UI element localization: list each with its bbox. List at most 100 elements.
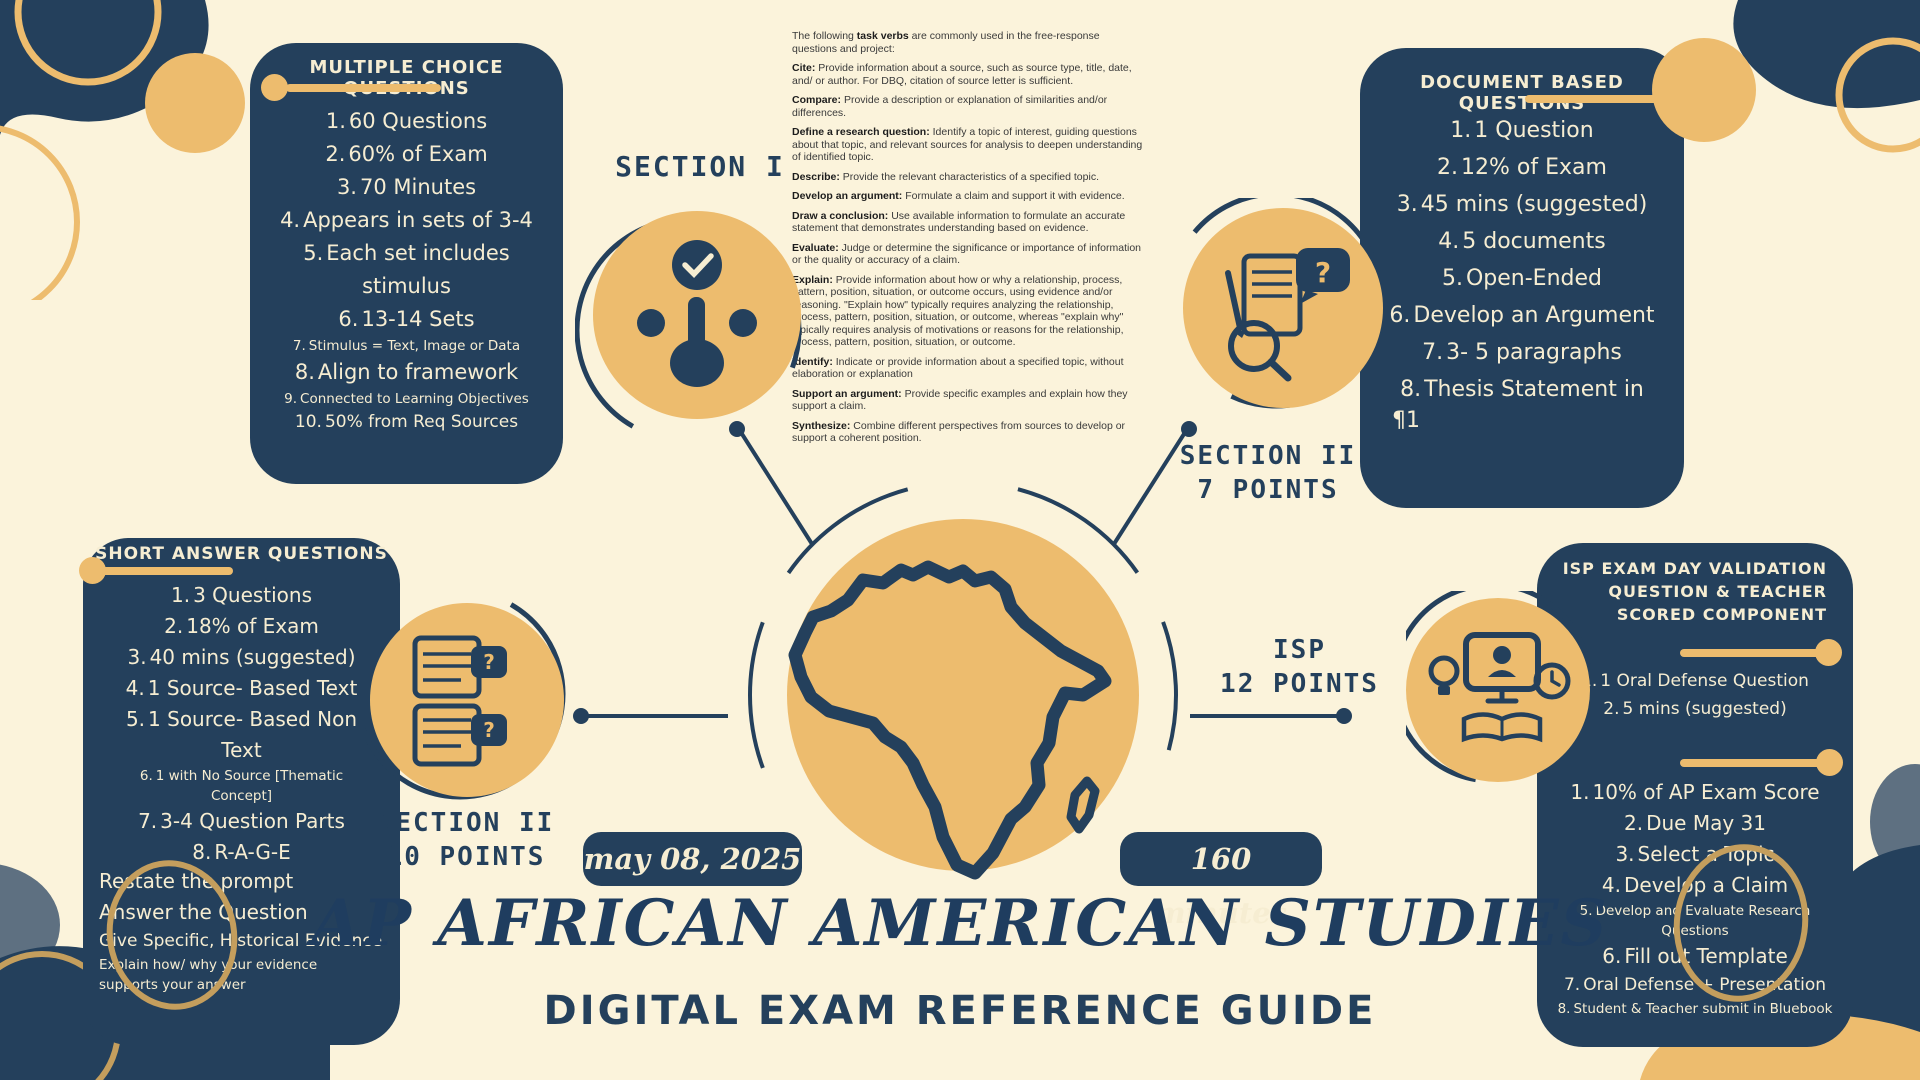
- list-item-number: 4.: [125, 676, 145, 700]
- list-item-number: 6.: [338, 307, 359, 331]
- list-item-number: 5.: [1579, 903, 1593, 919]
- list-item: 3.45 mins (suggested): [1368, 186, 1676, 223]
- task-verb-definition: Cite: Provide information about a source…: [792, 62, 1132, 87]
- title-underline: [100, 567, 233, 575]
- title-underline: [1525, 95, 1672, 103]
- task-verb-definition: Evaluate: Judge or determine the signifi…: [792, 241, 1142, 267]
- list-item: Concept]: [91, 786, 392, 806]
- list-item-number: 2.: [1624, 811, 1644, 835]
- list-item-number: 1.: [1450, 118, 1472, 143]
- list-item-number: 8.: [1400, 377, 1422, 402]
- list-item-number: 2.: [325, 142, 346, 166]
- list-item: 2.60% of Exam: [258, 138, 555, 171]
- list-item-text: 10% of AP Exam Score: [1592, 780, 1820, 804]
- list-item: 6.1 with No Source [Thematic: [91, 766, 392, 786]
- list-item-text: 18% of Exam: [186, 614, 319, 638]
- text-line: SECTION II: [377, 808, 555, 838]
- list-item-text: 1 Question: [1474, 118, 1594, 143]
- list-item-number: 7.: [138, 809, 158, 833]
- list-item-number: 4.: [1601, 873, 1621, 897]
- list-item-text: 1 with No Source [Thematic: [155, 768, 344, 784]
- pencil-icon: [1225, 270, 1243, 331]
- task-verbs-text-block: The following task verbs are commonly us…: [792, 30, 1144, 452]
- list-item-number: 1.: [325, 109, 346, 133]
- list-item: 5.Open-Ended: [1368, 260, 1676, 297]
- title-underline: [286, 84, 441, 92]
- madagascar-outline: [1066, 776, 1100, 834]
- list-item-text: 3-4 Question Parts: [160, 809, 345, 833]
- list-item-text: Fill out Template: [1624, 944, 1788, 968]
- list-item: 7.Stimulus = Text, Image or Data: [258, 336, 555, 356]
- list-item-text: 1 Source- Based Text: [147, 676, 358, 700]
- list-item-text: stimulus: [362, 274, 451, 298]
- list-item-text: Thesis Statement in: [1424, 377, 1644, 402]
- corner-decoration-top-right: [1733, 0, 1920, 153]
- open-book-icon: [1461, 712, 1543, 743]
- list-item-text: R-A-G-E: [214, 840, 291, 864]
- text-line: 7 POINTS: [1197, 475, 1339, 505]
- list-item: 8.Align to framework: [258, 356, 555, 389]
- list-item-number: 10.: [294, 412, 322, 432]
- text-line: ISP EXAM DAY VALIDATION: [1562, 559, 1827, 578]
- list-item-text: Text: [221, 738, 262, 762]
- connector-dot: [729, 421, 745, 437]
- oral-presentation-tech-icon: [1406, 591, 1593, 784]
- list-item: 3.70 Minutes: [258, 171, 555, 204]
- page-title: AP AFRICAN AMERICAN STUDIES: [311, 886, 1609, 961]
- list-item-number: 3.: [127, 645, 147, 669]
- list-item-text: Each set includes: [326, 241, 510, 265]
- list-item-number: 3.: [1615, 842, 1635, 866]
- list-item-text: Appears in sets of 3-4: [303, 208, 533, 232]
- list-item-number: 8.: [1557, 1001, 1571, 1017]
- list-item-number: 6.: [139, 768, 153, 784]
- list-item: stimulus: [258, 270, 555, 303]
- list-item-text: Answer the Question: [99, 900, 308, 924]
- task-verb-definition: Develop an argument: Formulate a claim a…: [792, 190, 1125, 202]
- list-item-number: 3.: [336, 175, 357, 199]
- list-item: 8.Thesis Statement in: [1368, 371, 1676, 408]
- list-item-text: Due May 31: [1646, 811, 1766, 835]
- tap-choice-icon: [575, 211, 802, 444]
- question-bubble-icon: [1296, 248, 1350, 292]
- list-item-number: 3.: [1396, 192, 1418, 217]
- list-item: 9.Connected to Learning Objectives: [258, 389, 555, 409]
- list-item-text: 3- 5 paragraphs: [1446, 340, 1622, 365]
- list-item: 2.12% of Exam: [1368, 149, 1676, 186]
- list-item-text: Stimulus = Text, Image or Data: [308, 338, 521, 354]
- section1-label: SECTION I: [590, 150, 810, 184]
- list-item-number: 7.: [1422, 340, 1444, 365]
- list-item: Explain how/ why your evidence: [99, 955, 392, 975]
- list-item-number: 1.: [170, 583, 191, 607]
- list-item-number: 7.: [292, 338, 306, 354]
- title-underline: [1680, 649, 1828, 657]
- text-line: SCORED COMPONENT: [1616, 605, 1827, 624]
- list-item: 8.Student & Teacher submit in Bluebook: [1545, 999, 1845, 1019]
- list-item: 5.1 Source- Based Non: [91, 704, 392, 735]
- task-verb-definition: Compare: Provide a description or explan…: [792, 94, 1108, 119]
- list-item-number: 6.: [1602, 944, 1622, 968]
- section-divider: [1680, 759, 1828, 767]
- list-item: Give Specific, Historical Evidence: [99, 928, 392, 955]
- list-item: 7.3- 5 paragraphs: [1368, 334, 1676, 371]
- list-item: Text: [91, 735, 392, 766]
- list-item-text: Concept]: [210, 788, 273, 804]
- underline-dot: [1816, 749, 1843, 776]
- list-item: 2.5 mins (suggested): [1545, 695, 1845, 723]
- list-item: 8.R-A-G-E: [91, 837, 392, 868]
- question-bubble-icon: [471, 714, 507, 746]
- list-item-number: 9.: [284, 391, 298, 407]
- list-item: 4.1 Source- Based Text: [91, 673, 392, 704]
- list-item-number: 4.: [1438, 229, 1460, 254]
- list-item-number: 2.: [1603, 699, 1620, 719]
- list-item-text: 1 Source- Based Non: [148, 707, 358, 731]
